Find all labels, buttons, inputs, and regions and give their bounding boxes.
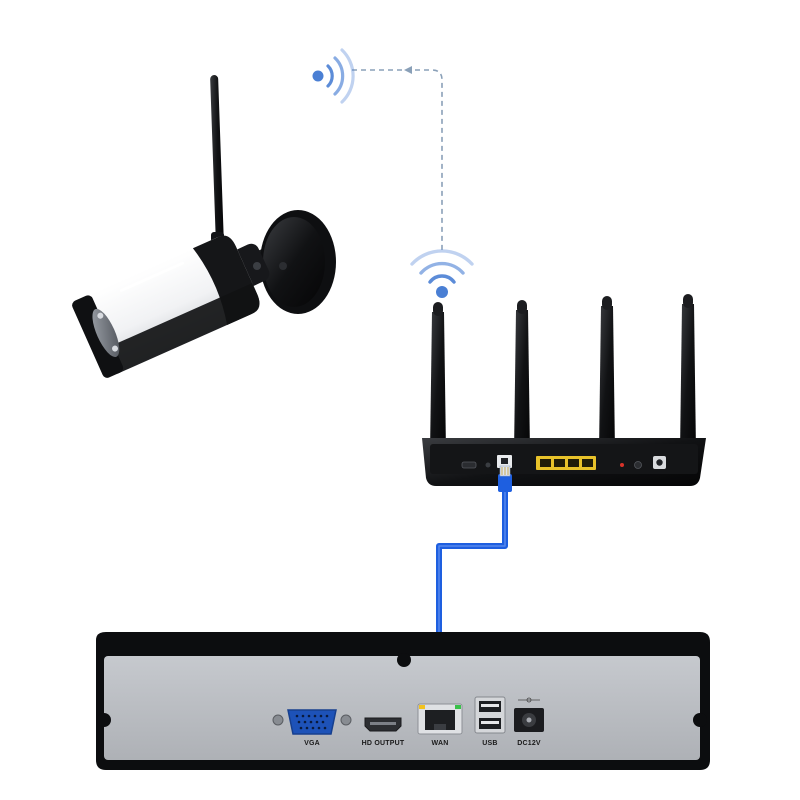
port-label-hd-output: HD OUTPUT [361,740,405,747]
router-status-led [620,463,624,467]
camera-front-bezel [72,295,124,378]
wifi-signal-icon [312,48,355,104]
wifi-signal-icon [410,249,474,298]
nvr-back-panel [104,656,700,760]
port-label-dc12v: DC12V [517,740,541,747]
ethernet-plug-icon [498,465,512,492]
router-button [485,462,491,468]
port-label-vga: VGA [304,740,320,747]
wan-port [417,703,463,735]
router-reset-button [634,461,642,469]
hdmi-port [364,717,402,732]
usb-ports [474,696,506,734]
router-usb-port [461,461,477,469]
arrow-icon [404,66,412,74]
router-lan-ports [536,456,596,470]
camera-wall-mount [260,210,336,314]
camera-lens [92,308,120,357]
vga-port [272,709,352,735]
router-antennas [430,294,696,452]
wireless-link [352,66,443,250]
dashed-link-line [352,69,443,250]
wireless-router [422,294,706,486]
nvr-screw [397,653,411,667]
port-label-usb: USB [482,740,498,747]
wifi-bullet-camera [72,75,336,378]
camera-antenna [210,75,225,254]
nvr-recorder [96,632,710,770]
port-label-wan: WAN [431,740,449,747]
dc-power-port [514,697,544,732]
